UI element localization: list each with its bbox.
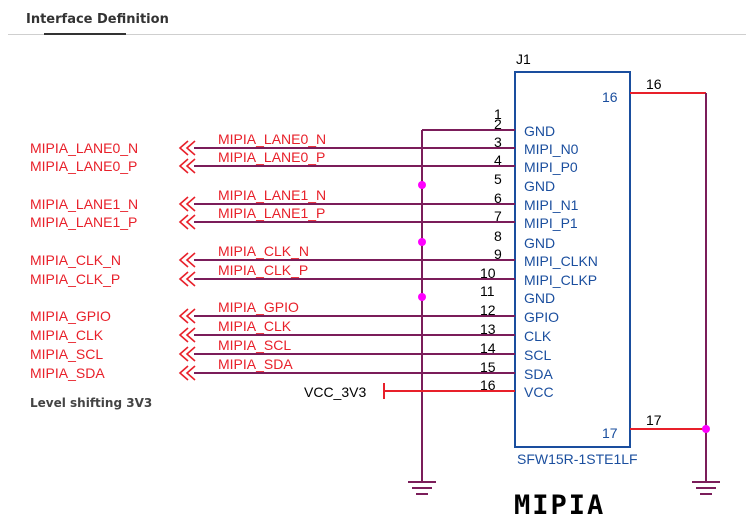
pin-name: MIPI_CLKN — [524, 253, 598, 269]
net-label: MIPIA_GPIO — [218, 299, 299, 315]
pin-name: GND — [524, 123, 555, 139]
port-chevron — [178, 346, 196, 362]
pin-number-17-inner: 17 — [602, 425, 618, 441]
pin-number: 2 — [494, 116, 502, 132]
net-label: MIPIA_LANE0_P — [218, 149, 325, 165]
pin-name: GND — [524, 235, 555, 251]
junction-dot — [418, 181, 426, 189]
net-label: MIPIA_CLK_N — [218, 243, 309, 259]
caption: Level shifting 3V3 — [30, 396, 153, 410]
net-label: MIPIA_LANE1_P — [218, 205, 325, 221]
pin-number: 11 — [480, 283, 495, 299]
block-title: MIPIA — [514, 490, 605, 521]
pin-name: CLK — [524, 328, 552, 344]
pin-number-16-outer: 16 — [646, 76, 662, 92]
pin-number: 5 — [494, 171, 502, 187]
pin-name: MIPI_P0 — [524, 159, 578, 175]
power-label: VCC_3V3 — [304, 384, 366, 400]
port-label: MIPIA_LANE0_P — [30, 158, 137, 174]
ground-symbol — [692, 478, 720, 495]
pin-name: VCC — [524, 384, 554, 400]
pin-number: 13 — [480, 321, 496, 337]
header: Interface Definition — [0, 0, 750, 36]
pin-number: 9 — [494, 246, 502, 262]
net-label: MIPIA_LANE1_N — [218, 187, 326, 203]
junction-dot — [702, 425, 710, 433]
port-chevron — [178, 196, 196, 212]
pin-number: 15 — [480, 359, 496, 375]
pin-number: 16 — [480, 377, 496, 393]
connector-part-number: SFW15R-1STE1LF — [517, 451, 638, 467]
pin-number: 8 — [494, 228, 502, 244]
pin-number: 12 — [480, 302, 496, 318]
port-chevron — [178, 365, 196, 381]
port-label: MIPIA_GPIO — [30, 308, 111, 324]
connector-ref: J1 — [516, 51, 531, 67]
net-label: MIPIA_SDA — [218, 356, 293, 372]
ground-symbol — [408, 478, 436, 495]
port-chevron — [178, 271, 196, 287]
pin-name: MIPI_CLKP — [524, 272, 597, 288]
port-chevron — [178, 327, 196, 343]
pin-name: GPIO — [524, 309, 559, 325]
pin-name: GND — [524, 178, 555, 194]
port-label: MIPIA_CLK — [30, 327, 104, 343]
junction-dot — [418, 293, 426, 301]
port-chevron — [178, 158, 196, 174]
pin-name: SDA — [524, 366, 553, 382]
port-label: MIPIA_CLK_N — [30, 252, 121, 268]
pin-number: 14 — [480, 340, 496, 356]
net-label: MIPIA_SCL — [218, 337, 291, 353]
pin-number: 10 — [480, 265, 496, 281]
pin-number: 7 — [494, 208, 502, 224]
header-divider — [8, 34, 746, 35]
port-chevron — [178, 140, 196, 156]
port-chevron — [178, 308, 196, 324]
pin-number: 3 — [494, 134, 502, 150]
port-label: MIPIA_CLK_P — [30, 271, 120, 287]
port-chevron — [178, 214, 196, 230]
pin-name: GND — [524, 290, 555, 306]
pin-name: SCL — [524, 347, 551, 363]
port-label: MIPIA_SDA — [30, 365, 105, 381]
pin-name: MIPI_N0 — [524, 141, 579, 157]
net-label: MIPIA_CLK — [218, 318, 292, 334]
signal-nets: MIPIA_LANE0_N MIPIA_LANE0_N MIPIA_LANE0_P M… — [30, 131, 515, 381]
port-label: MIPIA_LANE0_N — [30, 140, 138, 156]
port-label: MIPIA_LANE1_N — [30, 196, 138, 212]
junction-dot — [418, 238, 426, 246]
port-chevron — [178, 252, 196, 268]
pin-number-17-outer: 17 — [646, 412, 662, 428]
pin-number: 1 — [494, 106, 502, 122]
pin-number-16-inner: 16 — [602, 89, 618, 105]
net-label: MIPIA_CLK_P — [218, 262, 308, 278]
pin-name: MIPI_N1 — [524, 197, 579, 213]
pin-number: 4 — [494, 152, 502, 168]
pin-name: MIPI_P1 — [524, 215, 578, 231]
pin-number: 6 — [494, 190, 502, 206]
title-underline — [44, 33, 126, 35]
port-label: MIPIA_LANE1_P — [30, 214, 137, 230]
port-label: MIPIA_SCL — [30, 346, 103, 362]
net-label: MIPIA_LANE0_N — [218, 131, 326, 147]
page-title: Interface Definition — [26, 12, 169, 27]
